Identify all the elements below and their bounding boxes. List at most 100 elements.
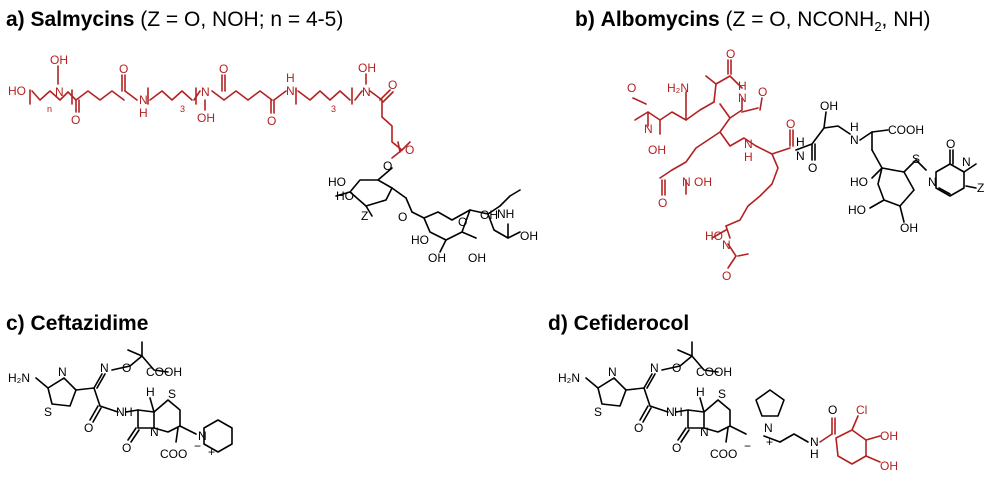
albo-o-ac1: O bbox=[627, 81, 636, 95]
salmycin-ho-label: HO bbox=[8, 84, 26, 98]
cefid-oh2: OH bbox=[880, 459, 898, 473]
ceftaz-s-ring: S bbox=[168, 387, 176, 401]
salmycin-siderophore-chain bbox=[29, 65, 411, 159]
ceftaz-coo: COO bbox=[160, 447, 187, 461]
salmycin-nh1-n: N bbox=[139, 93, 148, 107]
cefid-cooh: COOH bbox=[696, 365, 732, 379]
albo-oh2: OH bbox=[694, 175, 712, 189]
salmycin-n-subscript: n bbox=[47, 104, 52, 114]
cefid-nh-h: H bbox=[674, 405, 683, 419]
sugar-oh4: OH bbox=[520, 229, 538, 243]
salmycin-o7: O bbox=[383, 159, 392, 173]
sugar-ring-o1: O bbox=[398, 210, 407, 224]
cefiderocol-labels: H₂N N S N O COOH O N H H S O N COO − N +… bbox=[558, 361, 898, 473]
albo-amide4-h: H bbox=[850, 120, 859, 134]
panel-b: b) Albomycins (Z = O, NCONH2, NH) bbox=[575, 8, 984, 283]
cefid-o-am: O bbox=[634, 421, 643, 435]
ceftaz-pos-charge: + bbox=[208, 445, 215, 459]
sugar-ho2: HO bbox=[336, 189, 354, 203]
cefid-cl: Cl bbox=[856, 403, 867, 417]
panel-a: a) Salmycins (Z = O, NOH; n = 4-5) bbox=[6, 8, 538, 265]
sugar-oh1: OH bbox=[480, 208, 498, 222]
cefiderocol-catechol bbox=[819, 415, 881, 465]
albo-oh-b: OH bbox=[900, 221, 918, 235]
albo-s: S bbox=[912, 152, 920, 166]
ceftaz-nh-n: N bbox=[116, 405, 125, 419]
salmycin-oh3: OH bbox=[358, 61, 376, 75]
ceftaz-nh-h: H bbox=[124, 405, 133, 419]
salmycin-o6: O bbox=[405, 143, 414, 157]
albo-o-pyr: O bbox=[946, 137, 955, 151]
cefid-n-ox: N bbox=[650, 361, 659, 375]
albo-hydrox2-n: N bbox=[682, 175, 691, 189]
ceftazidime-structure bbox=[35, 341, 233, 453]
cefid-o-lac: O bbox=[672, 441, 681, 455]
albomycin-siderophore-peptide bbox=[632, 59, 794, 269]
sugar-oh2: OH bbox=[428, 251, 446, 265]
ceftaz-o-ox: O bbox=[122, 361, 131, 375]
ceftaz-s-thz: S bbox=[44, 405, 52, 419]
ceftaz-n-lac: N bbox=[150, 425, 159, 439]
ceftaz-n-pyr: N bbox=[198, 429, 207, 443]
albo-ho-b: HO bbox=[848, 203, 866, 217]
albo-amide2-h: H bbox=[744, 150, 753, 164]
cefid-nh-n: N bbox=[666, 405, 675, 419]
ceftaz-h2n: H₂N bbox=[8, 371, 30, 385]
salmycin-nh2-n: N bbox=[286, 84, 295, 98]
albo-cooh: COOH bbox=[888, 123, 924, 137]
sugar-oh3: OH bbox=[468, 251, 486, 265]
salmycin-o4: O bbox=[267, 114, 276, 128]
salmycin-n3: N bbox=[362, 85, 371, 99]
sugar-ring-o2: O bbox=[458, 215, 467, 229]
sugar-ho3: HO bbox=[411, 233, 429, 247]
cefid-n-lac: N bbox=[700, 425, 709, 439]
albo-amide4-n: N bbox=[850, 133, 859, 147]
albo-o-ser: O bbox=[808, 161, 817, 175]
albomycin-nucleoside-labels: OH N H O N H COOH HO S HO OH O N N Z bbox=[796, 99, 984, 235]
ceftaz-n-thz: N bbox=[58, 365, 67, 379]
albo-o-ac2: O bbox=[658, 196, 667, 210]
albo-n-pyr1: N bbox=[928, 175, 937, 189]
albo-oh1: OH bbox=[648, 143, 666, 157]
cefid-link-n: N bbox=[810, 435, 819, 449]
ceftaz-cooh: COOH bbox=[146, 365, 182, 379]
panel-a-title: a) Salmycins (Z = O, NOH; n = 4-5) bbox=[6, 8, 343, 31]
salmycin-o3: O bbox=[219, 62, 228, 76]
salmycin-n1: N bbox=[55, 85, 64, 99]
cefid-neg-charge: − bbox=[744, 439, 751, 453]
albomycin-nucleoside bbox=[795, 111, 977, 223]
albo-amide3-n: N bbox=[796, 149, 805, 163]
salmycin-o5: O bbox=[388, 78, 397, 92]
panel-c: c) Ceftazidime H₂N N S bbox=[6, 312, 233, 461]
sugar-nh: NH bbox=[497, 207, 514, 221]
ceftaz-o-am: O bbox=[84, 421, 93, 435]
ceftaz-o-lac: O bbox=[122, 441, 131, 455]
sugar-ho1: HO bbox=[328, 175, 346, 189]
albo-amide1-n: N bbox=[738, 91, 747, 105]
salmycin-oh1: OH bbox=[50, 53, 68, 67]
salmycin-sugar-moiety bbox=[335, 167, 521, 253]
salmycin-o1: O bbox=[71, 113, 80, 127]
salmycin-sub3-2: 3 bbox=[331, 104, 336, 114]
cefid-link-h: H bbox=[810, 447, 819, 461]
salmycin-nh2-h: H bbox=[286, 71, 295, 85]
panel-d: d) Cefiderocol bbox=[548, 312, 898, 473]
albo-amide3-h: H bbox=[796, 135, 805, 149]
sugar-z: Z bbox=[361, 209, 368, 223]
albo-hydrox3-n: N bbox=[722, 238, 731, 252]
cefid-h-ster: H bbox=[696, 385, 705, 399]
cefid-n-thz: N bbox=[608, 365, 617, 379]
panel-c-title: c) Ceftazidime bbox=[6, 312, 148, 335]
albo-amide2-n: N bbox=[744, 137, 753, 151]
cefid-s-thz: S bbox=[594, 405, 602, 419]
salmycin-sugar-labels: HO HO Z O O OH NH HO OH OH OH bbox=[328, 175, 538, 265]
albo-o-top: O bbox=[726, 47, 735, 61]
cefid-coo: COO bbox=[710, 447, 737, 461]
albo-amide1-h: H bbox=[738, 79, 747, 93]
albo-o-mid: O bbox=[758, 85, 767, 99]
cefid-o-ox: O bbox=[672, 361, 681, 375]
panel-d-title: d) Cefiderocol bbox=[548, 312, 689, 335]
albo-hydrox1-n: N bbox=[644, 122, 653, 136]
albo-o-mid2: O bbox=[786, 117, 795, 131]
salmycin-nh1-h: H bbox=[139, 106, 148, 120]
